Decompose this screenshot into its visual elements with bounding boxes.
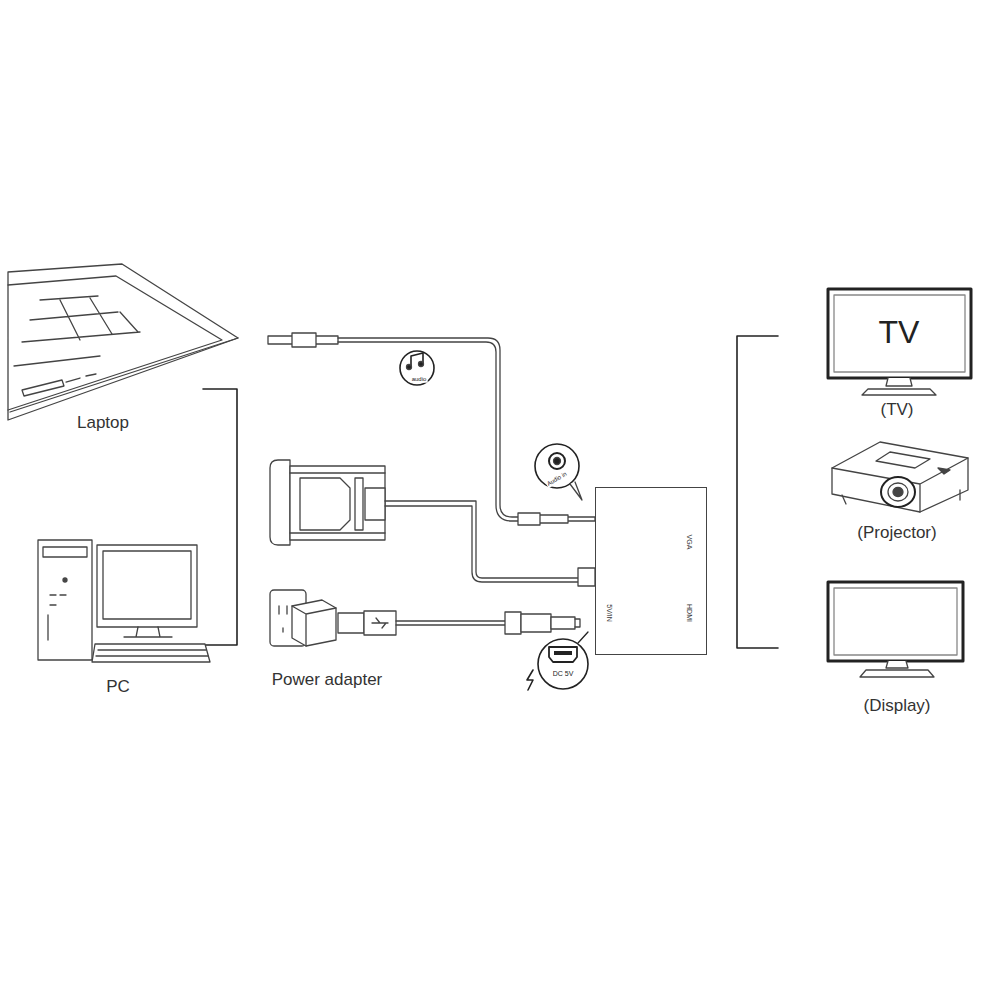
icon-label: audio: [411, 376, 428, 383]
port-label: DC 5V: [552, 670, 575, 678]
port-label: HDMI: [685, 604, 693, 622]
port-label: VGA: [685, 535, 693, 550]
device-label: Laptop: [77, 414, 129, 433]
tv-drawing: [828, 289, 971, 395]
port-label: 5V/IN: [605, 604, 613, 622]
device-caption: (Projector): [857, 524, 936, 543]
laptop-drawing: [8, 264, 238, 420]
device-label: Power adapter: [272, 671, 383, 690]
vga-cable: [270, 460, 595, 586]
device-caption: (TV): [880, 401, 913, 420]
power-adapter-drawing: [270, 590, 588, 690]
tv-screen: TV: [836, 297, 963, 370]
display-drawing: [828, 582, 963, 677]
device-label: PC: [106, 678, 130, 697]
adapter-box: VGA HDMI 5V/IN: [595, 487, 707, 655]
projector-drawing: [832, 442, 968, 512]
screen-text: TV: [879, 315, 920, 350]
device-caption: (Display): [863, 697, 930, 716]
pc-drawing: [38, 540, 210, 662]
